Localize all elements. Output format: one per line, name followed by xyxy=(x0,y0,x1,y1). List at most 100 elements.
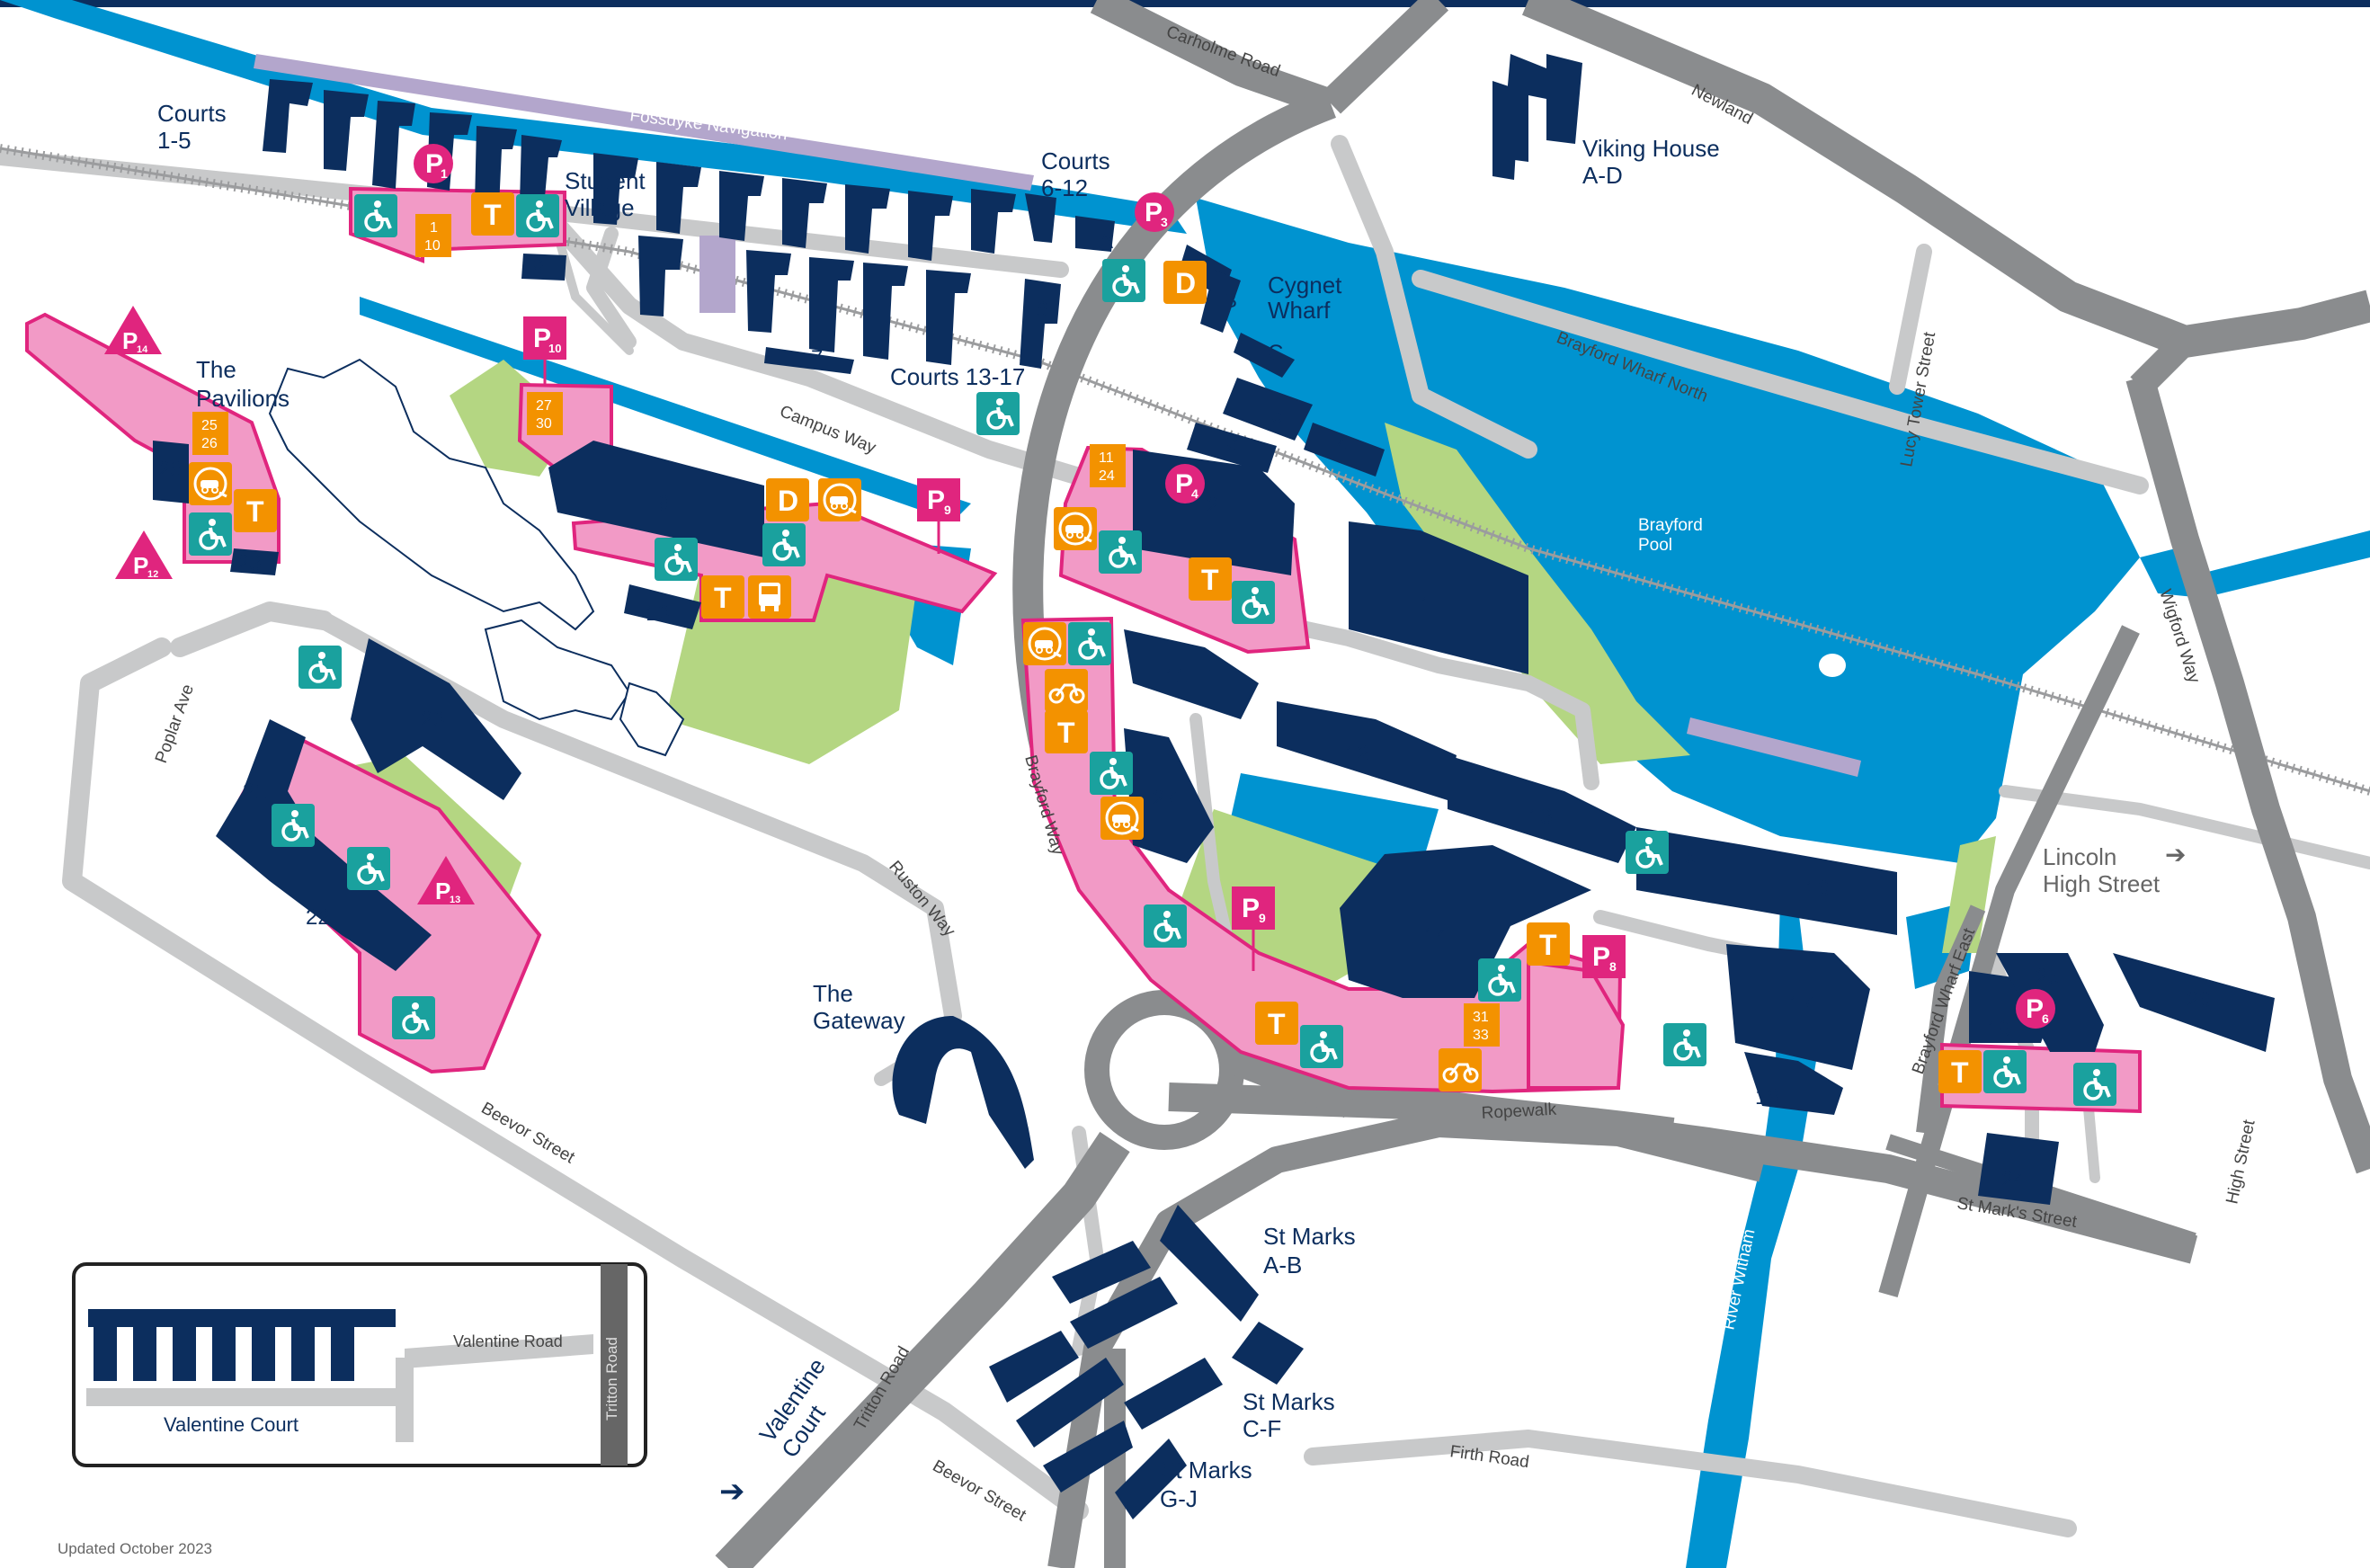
student-village-label: Student xyxy=(565,167,646,194)
building-23-label: 23 xyxy=(237,551,262,575)
svg-text:P: P xyxy=(2026,994,2044,1024)
building-24-label: 24 xyxy=(2001,1168,2026,1192)
taxi-icon: T xyxy=(1255,1002,1298,1045)
building-5-label: 5 xyxy=(1271,404,1283,428)
svg-text:P: P xyxy=(425,149,443,179)
svg-text:D: D xyxy=(1175,267,1196,299)
high-street-label: High Street xyxy=(2223,1118,2259,1206)
svg-text:Viking House: Viking House xyxy=(1582,135,1720,162)
svg-text:The: The xyxy=(196,356,236,383)
building-10-label: 10 xyxy=(646,601,670,626)
building-25-label: 25 xyxy=(2036,965,2060,989)
svg-text:10: 10 xyxy=(548,342,561,355)
svg-text:Courts: Courts xyxy=(1041,147,1110,174)
cygnet-wharf-label: Cygnet xyxy=(1268,272,1342,298)
ev-charging-icon xyxy=(187,460,234,507)
svg-text:Gateway: Gateway xyxy=(813,1007,905,1034)
ev-charging-icon xyxy=(816,477,863,523)
building-9-label: 9 xyxy=(658,492,670,516)
valentine-court-inset: Valentine Court Valentine Road Tritton R… xyxy=(72,1262,647,1467)
svg-text:Pool: Pool xyxy=(1638,536,1672,555)
valentine-court-arrow-icon: ➔ xyxy=(719,1474,745,1509)
svg-text:4: 4 xyxy=(1191,486,1198,501)
accessible-parking-icon xyxy=(1097,529,1144,575)
svg-text:St Marks: St Marks xyxy=(1263,1223,1356,1250)
the-gateway-label: The xyxy=(813,980,853,1007)
svg-text:11: 11 xyxy=(1099,450,1114,466)
accessible-parking-icon xyxy=(390,994,437,1041)
parking-signs: P 1 P 3 P 4 P 6 P 8 P 9 xyxy=(104,144,2055,1029)
ev-charging-icon xyxy=(1021,620,1068,667)
viking-house-label: Viking House xyxy=(1582,135,1720,162)
svg-text:27: 27 xyxy=(536,398,552,414)
building-numbers: 1 2 3 4 5 6 7 8 9 10 11 12 13 14 15 16 1… xyxy=(158,229,2211,1192)
fossdyke-navigation xyxy=(0,0,1187,234)
taxi-dropoff-icons: T T T T T T T T D D xyxy=(234,192,1982,1093)
parking-p9-sign: P 9 xyxy=(917,478,960,554)
pavilions-outline xyxy=(268,358,685,757)
accessible-parking-icon xyxy=(1100,257,1147,304)
st-marks-cf-label: St Marks xyxy=(1243,1388,1335,1415)
parking-p12-sign: P 12 xyxy=(115,530,173,580)
accessible-parking-icon xyxy=(297,644,343,690)
svg-text:T: T xyxy=(246,495,264,528)
building-16-label: 16 xyxy=(1805,877,1830,901)
svg-text:6-12: 6-12 xyxy=(1041,174,1088,201)
svg-text:Wharf: Wharf xyxy=(1268,297,1331,324)
taxi-icon: T xyxy=(1527,922,1570,966)
svg-text:33: 33 xyxy=(1473,1028,1489,1043)
building-27-label: 27 xyxy=(1153,787,1177,811)
svg-text:T: T xyxy=(1951,1056,1969,1089)
building-7-label: 7 xyxy=(811,346,823,370)
accessible-parking-icon xyxy=(1142,903,1189,949)
svg-text:1: 1 xyxy=(441,166,448,181)
drop-off-icon: D xyxy=(1163,261,1207,304)
taxi-icon: T xyxy=(1189,557,1232,601)
accessible-parking-icon xyxy=(975,390,1021,437)
svg-text:Pavilions: Pavilions xyxy=(196,385,290,412)
poplar-ave-label: Poplar Ave xyxy=(152,682,198,765)
brayford-pool-label: Brayford xyxy=(1638,516,1703,535)
svg-text:T: T xyxy=(1268,1008,1286,1040)
building-1-label: 1 xyxy=(1421,592,1432,617)
accessible-parking-icon xyxy=(1298,1023,1345,1070)
building-8-label: 8 xyxy=(532,256,544,281)
accessible-parking-icon xyxy=(345,845,392,892)
building-19-label: 19 xyxy=(1987,1017,2011,1041)
lincoln-high-street-arrow-icon: ➔ xyxy=(2165,841,2186,869)
courts-13-17-label: Courts 13-17 xyxy=(890,363,1025,390)
svg-text:Cygnet: Cygnet xyxy=(1268,272,1342,298)
accessible-parking-icon xyxy=(1230,579,1277,626)
st-marks-ab-label: St Marks xyxy=(1263,1223,1356,1250)
accessible-parking-icon xyxy=(1662,1021,1708,1068)
svg-text:P: P xyxy=(1592,942,1610,972)
svg-text:High Street: High Street xyxy=(2043,870,2161,897)
svg-text:T: T xyxy=(1539,929,1557,961)
parking-p14-sign: P 14 xyxy=(104,306,162,355)
accessible-parking-icon xyxy=(1066,620,1113,667)
parking-p10-sign: P 10 xyxy=(523,316,566,385)
svg-text:P: P xyxy=(1145,198,1163,227)
accessible-parking-icon xyxy=(761,521,807,568)
valentine-road-label: Valentine Road xyxy=(453,1332,563,1350)
motorcycle-parking-icon xyxy=(1043,667,1090,714)
svg-text:G-J: G-J xyxy=(1160,1485,1198,1512)
accessible-parking-icon xyxy=(2072,1061,2118,1108)
bay-boxes: 1 10 25 26 27 30 11 24 31 33 xyxy=(192,214,1500,1047)
building-15-label: 15 xyxy=(1672,844,1697,869)
svg-text:P: P xyxy=(927,486,945,515)
taxi-icon: T xyxy=(234,489,277,532)
svg-text:30: 30 xyxy=(536,416,552,432)
building-22-label: 22 xyxy=(306,905,330,930)
ev-charging-icon xyxy=(1099,795,1145,842)
svg-text:P: P xyxy=(133,552,148,579)
building-4-label: 4 xyxy=(1336,432,1348,457)
st-marks-gj-label: St Marks xyxy=(1160,1457,1252,1483)
building-3-label: 3 xyxy=(1226,431,1238,455)
svg-text:1: 1 xyxy=(430,220,438,236)
taxi-icon: T xyxy=(1938,1050,1982,1093)
accessible-parking-icon xyxy=(270,802,316,849)
svg-text:26: 26 xyxy=(201,436,218,451)
svg-text:12: 12 xyxy=(147,569,158,580)
